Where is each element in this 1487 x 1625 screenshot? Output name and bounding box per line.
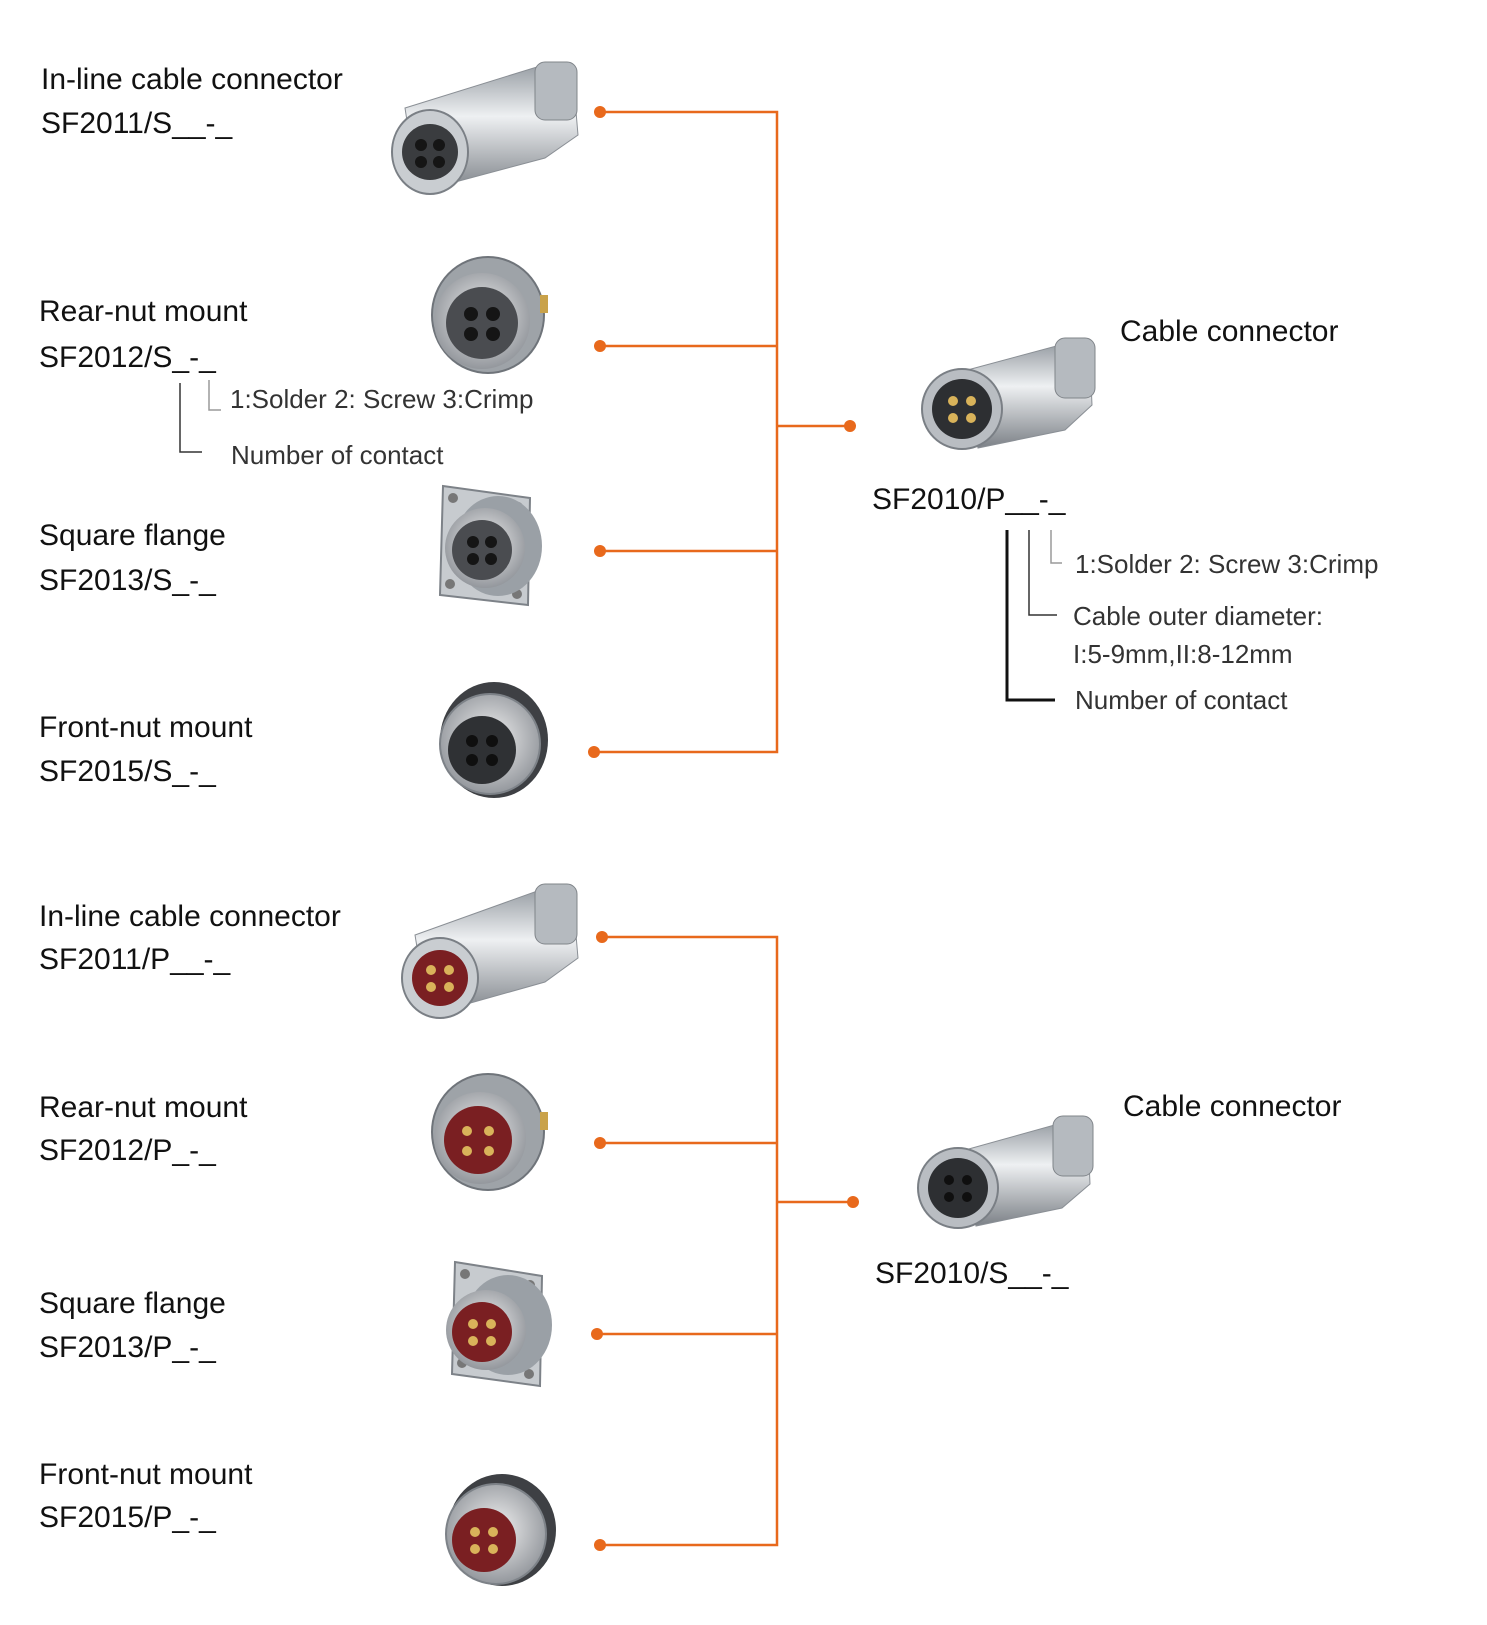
node-dot [594,1539,606,1551]
group-p-item-2-title: Rear-nut mount [39,1091,248,1124]
product-image-rear-nut-plug [431,1073,548,1191]
group-s-item-4-title: Front-nut mount [39,711,253,744]
node-dot [588,746,600,758]
group-s-item-1-code: SF2011/S__-_ [41,107,233,140]
product-image-square-flange-plug [446,1260,552,1388]
group-s-code-note-brackets [179,380,221,453]
group-s-target-title: Cable connector [1120,315,1339,348]
group-p-item-1-code: SF2011/P__-_ [39,943,231,976]
target-note-termination: 1:Solder 2: Screw 3:Crimp [1075,549,1379,579]
group-s-item-3-code: SF2013/S_-_ [39,564,216,597]
node-dot [594,340,606,352]
group-p-item-4-code: SF2015/P_-_ [39,1501,216,1534]
product-image-square-flange-socket [438,484,542,607]
node-dot [594,545,606,557]
group-s-code-note-contacts: Number of contact [231,440,444,470]
group-s-trunk-line [594,110,779,754]
group-s-target-code: SF2010/P__-_ [872,483,1066,516]
group-p-connector-lines [597,935,853,1547]
product-image-cable-plug [921,337,1096,450]
group-s-item-2-code: SF2012/S_-_ [39,341,216,374]
group-p-item-4-title: Front-nut mount [39,1458,253,1491]
product-image-inline-plug [401,883,579,1019]
node-dot [596,931,608,943]
group-s-item-3-title: Square flange [39,519,226,552]
node-dot [844,420,856,432]
group-s-item-4-code: SF2015/S_-_ [39,755,216,788]
product-image-front-nut-plug [445,1474,556,1586]
node-dot [847,1196,859,1208]
group-s-dots [588,106,856,758]
group-p-item-2-code: SF2012/P_-_ [39,1134,216,1167]
product-image-inline-socket [391,61,579,195]
product-image-rear-nut-socket [431,256,548,374]
product-image-front-nut-socket [439,682,548,798]
node-dot [594,106,606,118]
group-p-trunk-line [600,935,779,1547]
node-dot [591,1328,603,1340]
group-s-connector-lines [594,110,850,754]
group-p-dots [591,931,859,1551]
target-note-cable-diameter: Cable outer diameter: [1073,601,1324,631]
target-note-diameter-ranges: I:5-9mm,II:8-12mm [1073,639,1293,669]
group-s-code-note-termination: 1:Solder 2: Screw 3:Crimp [230,384,534,414]
group-p-item-1-title: In-line cable connector [39,900,341,933]
target-note-contacts: Number of contact [1075,685,1288,715]
product-image-cable-socket [917,1115,1094,1229]
group-s-item-1-title: In-line cable connector [41,63,343,96]
target-code-note-brackets [1005,530,1062,702]
group-p-target-title: Cable connector [1123,1090,1342,1123]
group-p-item-3-code: SF2013/P_-_ [39,1331,216,1364]
group-p-target-code: SF2010/S__-_ [875,1257,1069,1290]
group-s-item-2-title: Rear-nut mount [39,295,248,328]
group-p-item-3-title: Square flange [39,1287,226,1320]
node-dot [594,1137,606,1149]
